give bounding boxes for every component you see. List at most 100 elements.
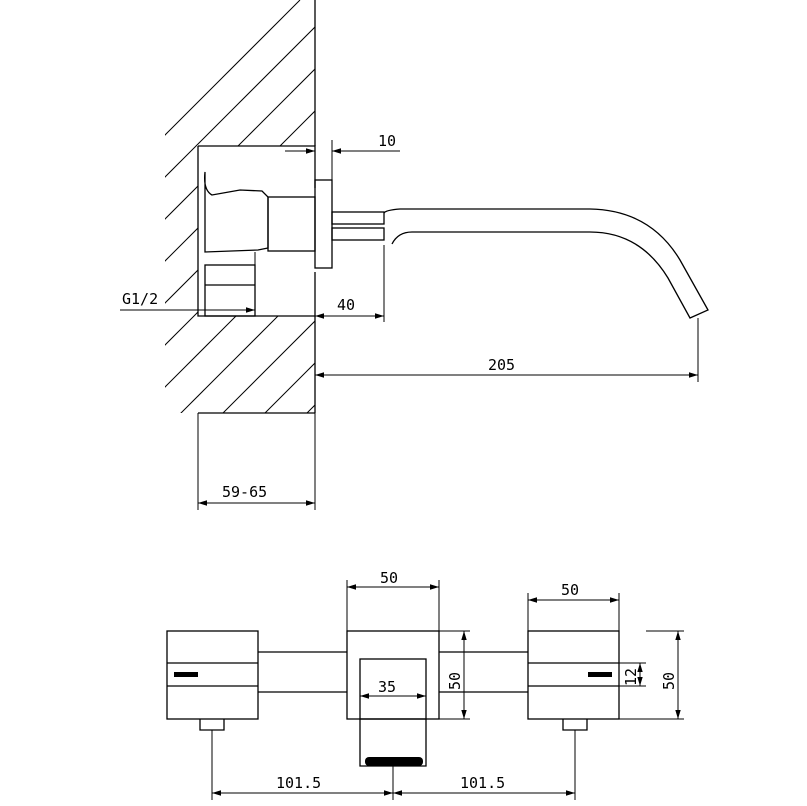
hatch-line [94, 0, 594, 500]
hatch-line [0, 0, 468, 500]
hatch-line [514, 0, 807, 500]
hatch-line [304, 0, 804, 500]
hatch-line [0, 0, 426, 500]
hatch-line [346, 0, 807, 500]
hatch-line [262, 0, 762, 500]
dim-left-spacing-label: 101.5 [276, 774, 321, 792]
dim-spout-reach: 205 [315, 318, 699, 382]
hatch-line [766, 0, 807, 500]
hatch-line [724, 0, 807, 500]
hatch-line [198, 316, 279, 397]
dim-wall-depth-label: 59-65 [222, 483, 267, 501]
valve-cartridge [267, 179, 385, 269]
thread-callout: G1/2 [120, 290, 255, 313]
hatch-line [514, 0, 807, 500]
hatch-line [279, 110, 315, 146]
hatch-line [165, 0, 301, 136]
hatch-line [52, 0, 552, 500]
hatch-line [165, 353, 198, 388]
dim-spacing: 101.5 101.5 [211, 730, 576, 800]
dim-right-height: 50 [619, 630, 684, 720]
hatch-line [165, 227, 198, 262]
hatch-line [556, 0, 807, 500]
hatch-line [136, 0, 636, 500]
hatch-line [556, 0, 807, 500]
hatch-line [556, 0, 807, 500]
hatch-line [304, 0, 804, 500]
hatch-line [766, 0, 807, 500]
hatch-line [306, 404, 315, 413]
hatch-line [304, 0, 804, 500]
hatch-line [388, 0, 807, 500]
aerator [365, 757, 423, 766]
spout [383, 208, 709, 319]
front-view: 50 50 50 35 12 [166, 569, 684, 800]
hatch-line [598, 0, 807, 500]
hatch-line [472, 0, 807, 500]
hatch-line [165, 269, 198, 304]
dim-lever-height-label: 12 [622, 668, 640, 686]
hatch-line [640, 0, 807, 500]
hatch-line [640, 0, 807, 500]
dim-right-width: 50 [527, 581, 620, 631]
hatch-line [0, 0, 384, 500]
hatch-line [0, 0, 342, 500]
hatch-line [388, 0, 807, 500]
hatch-line [220, 0, 720, 500]
dim-right-spacing-label: 101.5 [460, 774, 505, 792]
dim-right-height-label: 50 [660, 672, 678, 690]
hatch-line [682, 0, 807, 500]
dim-spout-width: 35 [360, 678, 426, 699]
hatch-line [640, 0, 807, 500]
hatch-line [514, 0, 807, 500]
hatch-wallBottom [0, 0, 807, 500]
hatch-line [346, 0, 807, 500]
right-lever-mark [588, 672, 612, 677]
hatch-wallBotLeft [0, 0, 807, 500]
hatch-line [514, 0, 807, 500]
dim-center-height-label: 50 [446, 672, 464, 690]
dim-center-height: 50 [439, 630, 470, 720]
hatch-line [136, 0, 636, 500]
hatch-line [262, 0, 762, 500]
hatch-line [262, 0, 762, 500]
dim-center-width: 50 [346, 569, 440, 631]
hatch-line [388, 0, 807, 500]
hatch-line [430, 0, 807, 500]
left-handle [166, 630, 259, 731]
center-spout-body [346, 630, 440, 767]
hatch-line [0, 0, 384, 500]
dim-body: 40 [315, 245, 385, 322]
connecting-pipes [258, 651, 528, 693]
hatch-line [222, 320, 315, 413]
dim-spout-width-label: 35 [378, 678, 396, 696]
hatch-line [220, 0, 720, 500]
dim-lever-height: 12 [619, 662, 646, 687]
thread-label: G1/2 [122, 290, 158, 308]
dim-handle-right-width-label: 50 [561, 581, 579, 599]
hatch-line [598, 0, 807, 500]
hatch-line [220, 0, 720, 500]
hatch-line [472, 0, 807, 500]
left-lever-mark [174, 672, 198, 677]
hatch-line [165, 185, 198, 220]
hatch-line [52, 0, 552, 500]
hatch-line [682, 0, 807, 500]
dim-flange: 10 [285, 132, 400, 180]
hatch-line [766, 0, 807, 500]
hatch-line [430, 0, 807, 500]
hatch-line [195, 26, 315, 146]
hatch-line [556, 0, 807, 500]
dim-spout-reach-label: 205 [488, 356, 515, 374]
hatch-line [0, 0, 468, 500]
hatch-line [472, 0, 807, 500]
hatch-line [472, 0, 807, 500]
hatch-line [682, 0, 807, 500]
hatch-wallTop [0, 0, 807, 500]
hatch-line [0, 0, 468, 500]
hatch-line [304, 0, 804, 500]
hatch-line [430, 0, 807, 500]
hatch-line [724, 0, 807, 500]
hatch-line [198, 316, 237, 355]
